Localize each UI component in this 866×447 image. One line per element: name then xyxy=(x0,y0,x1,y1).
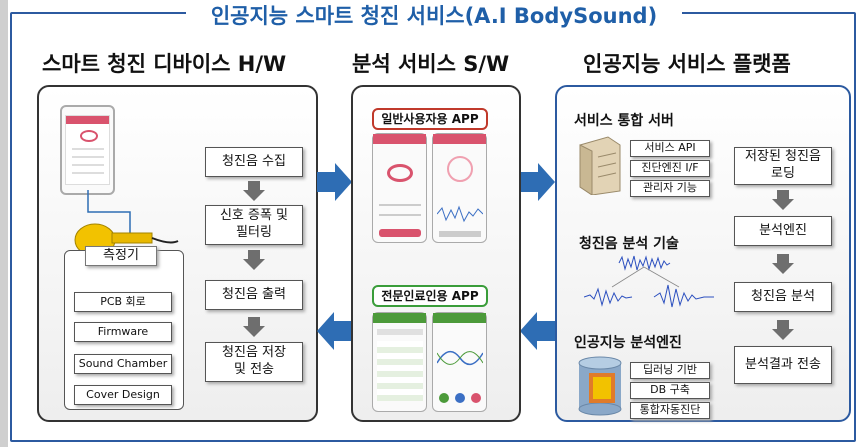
component-firmware: Firmware xyxy=(74,322,172,342)
general-app-label: 일반사용자용 APP xyxy=(372,108,488,130)
component-pcb: PCB 회로 xyxy=(74,292,172,312)
phone-image xyxy=(60,105,115,195)
section-title-platform: 인공지능 서비스 플랫폼 xyxy=(583,52,791,76)
arrow-right-icon xyxy=(317,163,352,201)
arrow-right-icon xyxy=(520,163,555,201)
hw-flow-step-4: 청진음 저장 및 전송 xyxy=(205,342,303,382)
engine-item-deep-learning: 딥러닝 기반 xyxy=(630,362,710,379)
down-arrow-icon xyxy=(243,317,265,337)
down-arrow-icon xyxy=(243,181,265,201)
tech-title: 청진음 분석 기술 xyxy=(579,236,679,252)
server-item-api: 서비스 API xyxy=(630,140,710,157)
component-sound-chamber: Sound Chamber xyxy=(74,354,172,374)
down-arrow-icon xyxy=(243,250,265,270)
engine-item-auto-diagnosis: 통합자동진단 xyxy=(630,402,710,419)
database-icon xyxy=(578,356,622,416)
platform-flow-step-4: 분석결과 전송 xyxy=(734,346,832,384)
server-item-admin: 관리자 기능 xyxy=(630,180,710,197)
pro-app-screen-1 xyxy=(372,312,427,412)
engine-item-db: DB 구축 xyxy=(630,382,710,399)
down-arrow-icon xyxy=(772,190,794,210)
section-title-hw: 스마트 청진 디바이스 H/W xyxy=(42,52,287,76)
server-icon xyxy=(579,136,621,195)
engine-title: 인공지능 분석엔진 xyxy=(574,335,682,351)
hw-flow-step-2: 신호 증폭 및 필터링 xyxy=(205,205,303,245)
arrow-left-icon xyxy=(520,312,555,350)
platform-flow-step-3: 청진음 분석 xyxy=(734,282,832,312)
component-cover-design: Cover Design xyxy=(74,385,172,405)
arrow-left-icon xyxy=(317,312,352,350)
pro-app-screen-2 xyxy=(432,312,487,412)
connection-line xyxy=(87,190,131,235)
general-app-screen-2 xyxy=(432,133,487,243)
waveform-image xyxy=(584,255,714,308)
down-arrow-icon xyxy=(772,254,794,274)
section-title-sw: 분석 서비스 S/W xyxy=(352,52,510,76)
hw-flow-step-3: 청진음 출력 xyxy=(205,280,303,310)
platform-flow-step-1: 저장된 청진음 로딩 xyxy=(734,147,832,185)
device-label: 측정기 xyxy=(85,246,157,266)
platform-flow-step-2: 분석엔진 xyxy=(734,216,832,246)
pro-app-label: 전문인료인용 APP xyxy=(372,285,488,307)
left-margin-bar xyxy=(0,0,8,447)
down-arrow-icon xyxy=(772,320,794,340)
general-app-screen-1 xyxy=(372,133,427,243)
server-title: 서비스 통합 서버 xyxy=(574,113,674,129)
server-item-engine-if: 진단엔진 I/F xyxy=(630,160,710,177)
hw-flow-step-1: 청진음 수집 xyxy=(205,147,303,177)
diagram-title: 인공지능 스마트 청진 서비스(A.I BodySound) xyxy=(186,2,682,30)
